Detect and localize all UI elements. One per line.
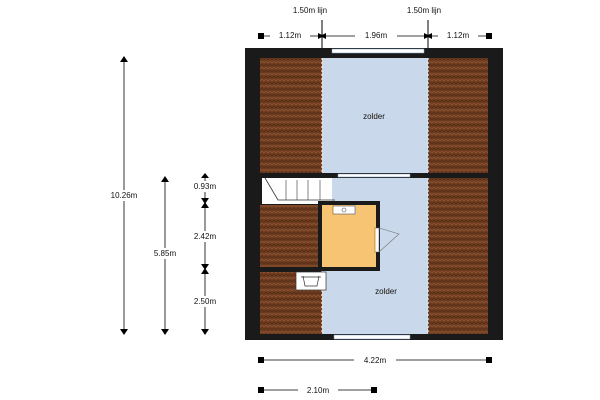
bathroom-door: [374, 227, 380, 253]
bottom-dimensions: [258, 353, 492, 395]
room-label-top: zolder: [363, 112, 385, 121]
dim-lower-height: 2.50m: [194, 297, 217, 306]
washer: [295, 271, 327, 291]
dim-total-height: 10.26m: [111, 191, 138, 200]
top-window: [331, 48, 425, 54]
roof-bottom-right: [428, 178, 488, 334]
sink: [332, 205, 356, 215]
dim-partial-width: 2.10m: [307, 386, 330, 395]
roof-top-right: [428, 58, 488, 173]
line-label-left: 1.50m lijn: [293, 6, 327, 15]
dim-top-right: 1.12m: [447, 31, 470, 40]
roof-top-left: [260, 58, 322, 173]
middle-window: [337, 173, 411, 178]
roof-mid-left: [260, 205, 322, 267]
left-dimensions: [100, 56, 228, 335]
line-label-right: 1.50m lijn: [407, 6, 441, 15]
dim-top-middle: 1.96m: [365, 31, 388, 40]
dim-bathroom-height: 2.42m: [194, 232, 217, 241]
door-swing: [378, 227, 400, 253]
floor-top: [322, 58, 428, 173]
top-dimensions: [258, 20, 492, 52]
stairs: [262, 177, 335, 204]
dim-stair-height: 0.93m: [194, 182, 217, 191]
bathroom: [322, 205, 376, 267]
dim-total-width: 4.22m: [364, 356, 387, 365]
dim-partial-height: 5.85m: [154, 249, 177, 258]
dim-top-left: 1.12m: [279, 31, 302, 40]
bottom-window: [333, 334, 411, 340]
room-label-bottom: zolder: [375, 287, 397, 296]
